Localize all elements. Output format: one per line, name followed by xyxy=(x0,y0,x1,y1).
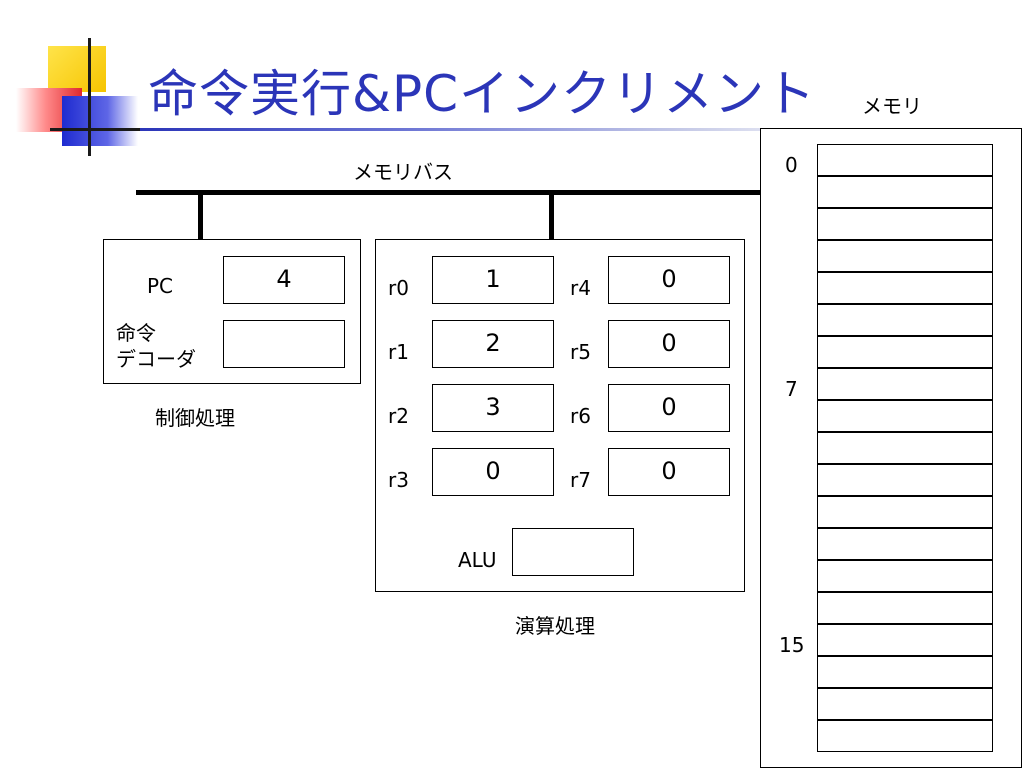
memory-cell xyxy=(817,176,993,208)
register-label-r3: r3 xyxy=(388,468,409,492)
arithmetic-unit: r0 1 r1 2 r2 3 r3 0 r4 0 r5 0 r6 0 r7 0 … xyxy=(375,239,745,592)
register-label-r6: r6 xyxy=(570,404,591,428)
decoder-label-line2: デコーダ xyxy=(116,347,196,371)
register-label-r1: r1 xyxy=(388,340,409,364)
register-label-r0: r0 xyxy=(388,276,409,300)
register-r2: 3 xyxy=(432,384,554,432)
register-r5: 0 xyxy=(608,320,730,368)
register-r0: 1 xyxy=(432,256,554,304)
logo-vertical-line xyxy=(88,38,91,156)
memory-address-15: 15 xyxy=(779,633,805,657)
register-r3: 0 xyxy=(432,448,554,496)
logo-blue-square xyxy=(62,96,138,146)
register-r4: 0 xyxy=(608,256,730,304)
memory-cell xyxy=(817,304,993,336)
instruction-decoder-label: 命令 デコーダ xyxy=(116,320,196,372)
memory-cell xyxy=(817,400,993,432)
memory-address-0: 0 xyxy=(785,153,798,177)
register-r1: 2 xyxy=(432,320,554,368)
pc-register: 4 xyxy=(223,256,345,304)
control-unit: PC 4 命令 デコーダ xyxy=(103,239,361,384)
memory-cell xyxy=(817,144,993,176)
logo-yellow-square xyxy=(48,46,106,92)
memory-cell xyxy=(817,368,993,400)
memory-cell xyxy=(817,496,993,528)
register-label-r2: r2 xyxy=(388,404,409,428)
memory-label: メモリ xyxy=(862,94,922,118)
memory-cell xyxy=(817,720,993,752)
memory-bus xyxy=(136,190,762,195)
memory-cell xyxy=(817,240,993,272)
register-r6: 0 xyxy=(608,384,730,432)
register-label-r5: r5 xyxy=(570,340,591,364)
memory-cell xyxy=(817,560,993,592)
register-r7: 0 xyxy=(608,448,730,496)
memory-cell xyxy=(817,688,993,720)
instruction-decoder xyxy=(223,320,345,368)
memory-cell xyxy=(817,528,993,560)
alu-caption: 演算処理 xyxy=(515,614,595,638)
memory-cells xyxy=(817,144,993,753)
pc-label: PC xyxy=(147,274,174,298)
slide-title: 命令実行&PCインクリメント xyxy=(148,65,817,123)
control-caption: 制御処理 xyxy=(155,406,235,430)
decoder-label-line1: 命令 xyxy=(116,321,156,345)
memory-cell xyxy=(817,336,993,368)
memory-cell xyxy=(817,432,993,464)
alu-box xyxy=(512,528,634,576)
memory-bus-label: メモリバス xyxy=(353,160,453,184)
memory-block: 0 7 15 xyxy=(760,128,1022,768)
memory-address-7: 7 xyxy=(785,377,798,401)
memory-cell xyxy=(817,464,993,496)
memory-cell xyxy=(817,624,993,656)
memory-cell xyxy=(817,208,993,240)
alu-label: ALU xyxy=(458,548,497,572)
register-label-r7: r7 xyxy=(570,468,591,492)
logo-horizontal-line xyxy=(50,128,140,131)
memory-cell xyxy=(817,656,993,688)
memory-cell xyxy=(817,272,993,304)
bus-connector-alu xyxy=(549,193,554,240)
memory-cell xyxy=(817,592,993,624)
register-label-r4: r4 xyxy=(570,276,591,300)
bus-connector-control xyxy=(198,193,203,240)
title-underline xyxy=(140,128,880,131)
